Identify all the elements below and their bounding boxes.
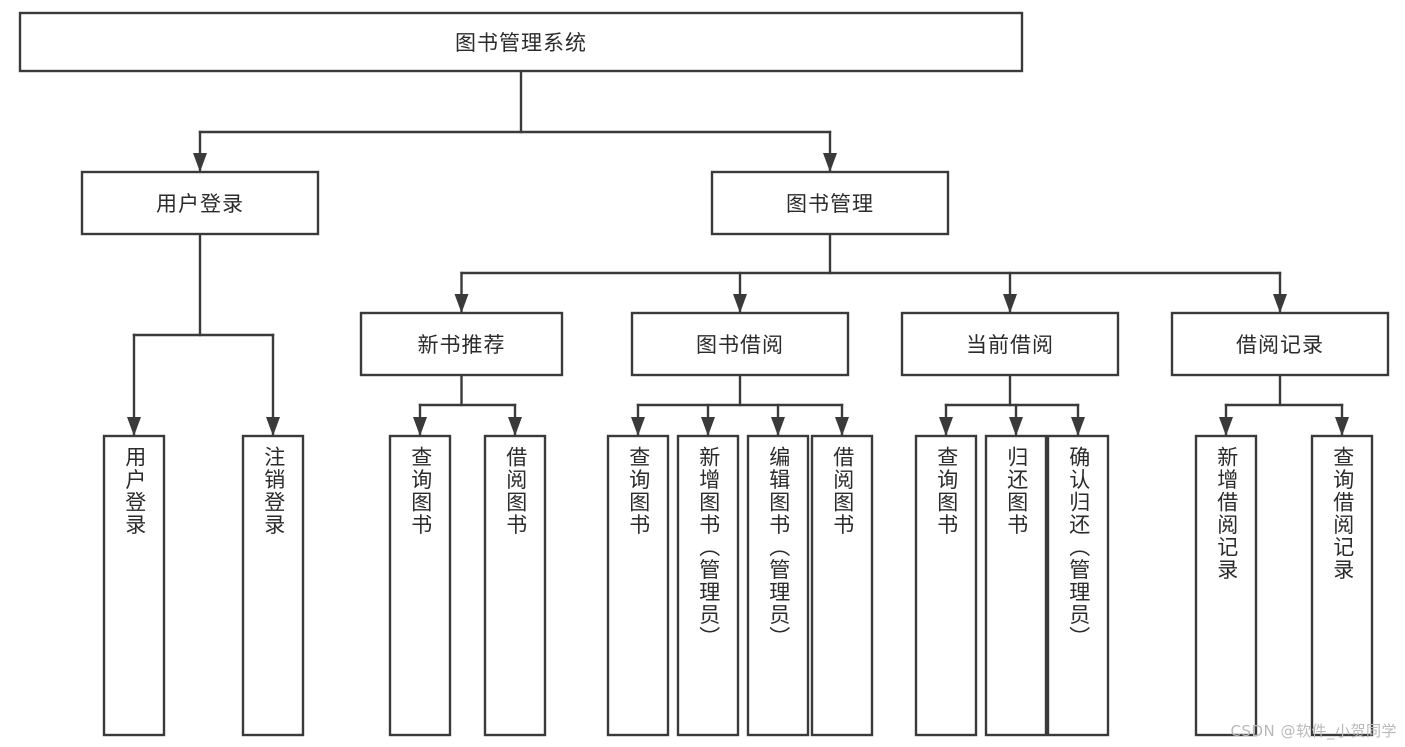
arrow-head-icon [508,417,522,436]
node-新书推荐-box [359,311,564,377]
arrow-head-icon [701,417,715,436]
arrow-head-icon [823,153,837,172]
node-box-layer [18,11,1390,737]
arrow-head-icon [733,294,747,313]
node-当前借阅-box [900,311,1120,377]
node-图书管理-box [710,170,950,236]
arrow-head-icon [771,417,785,436]
node-归还图书-box [984,434,1048,737]
node-查询图书-box [914,434,978,737]
arrow-head-icon [631,417,645,436]
node-新增图书管理员-box [676,434,740,737]
node-图书借阅-box [630,311,850,377]
node-注销登录-box [241,434,305,737]
arrow-head-icon [127,417,141,436]
arrow-head-icon [1071,417,1085,436]
connector-layer [127,69,1349,437]
arrow-head-icon [413,417,427,436]
node-查询图书-box [388,434,452,737]
node-借阅记录-box [1170,311,1390,377]
arrow-head-icon [266,417,280,436]
node-确认归还管理员-box [1046,434,1110,737]
node-查询借阅记录-box [1310,434,1374,737]
arrow-head-icon [835,417,849,436]
node-用户登录-box [80,170,320,236]
node-新增借阅记录-box [1194,434,1258,737]
arrow-head-icon [1219,417,1233,436]
arrow-head-icon [193,153,207,172]
node-借阅图书-box [483,434,547,737]
arrow-head-icon [1335,417,1349,436]
node-图书管理系统-box [18,11,1024,73]
arrow-head-icon [1273,294,1287,313]
arrow-head-icon [939,417,953,436]
node-查询图书-box [606,434,670,737]
node-用户登录-box [102,434,166,737]
arrow-head-icon [1003,294,1017,313]
node-编辑图书管理员-box [746,434,810,737]
arrow-head-icon [454,294,469,313]
node-借阅图书-box [810,434,874,737]
arrow-head-icon [1009,417,1023,436]
